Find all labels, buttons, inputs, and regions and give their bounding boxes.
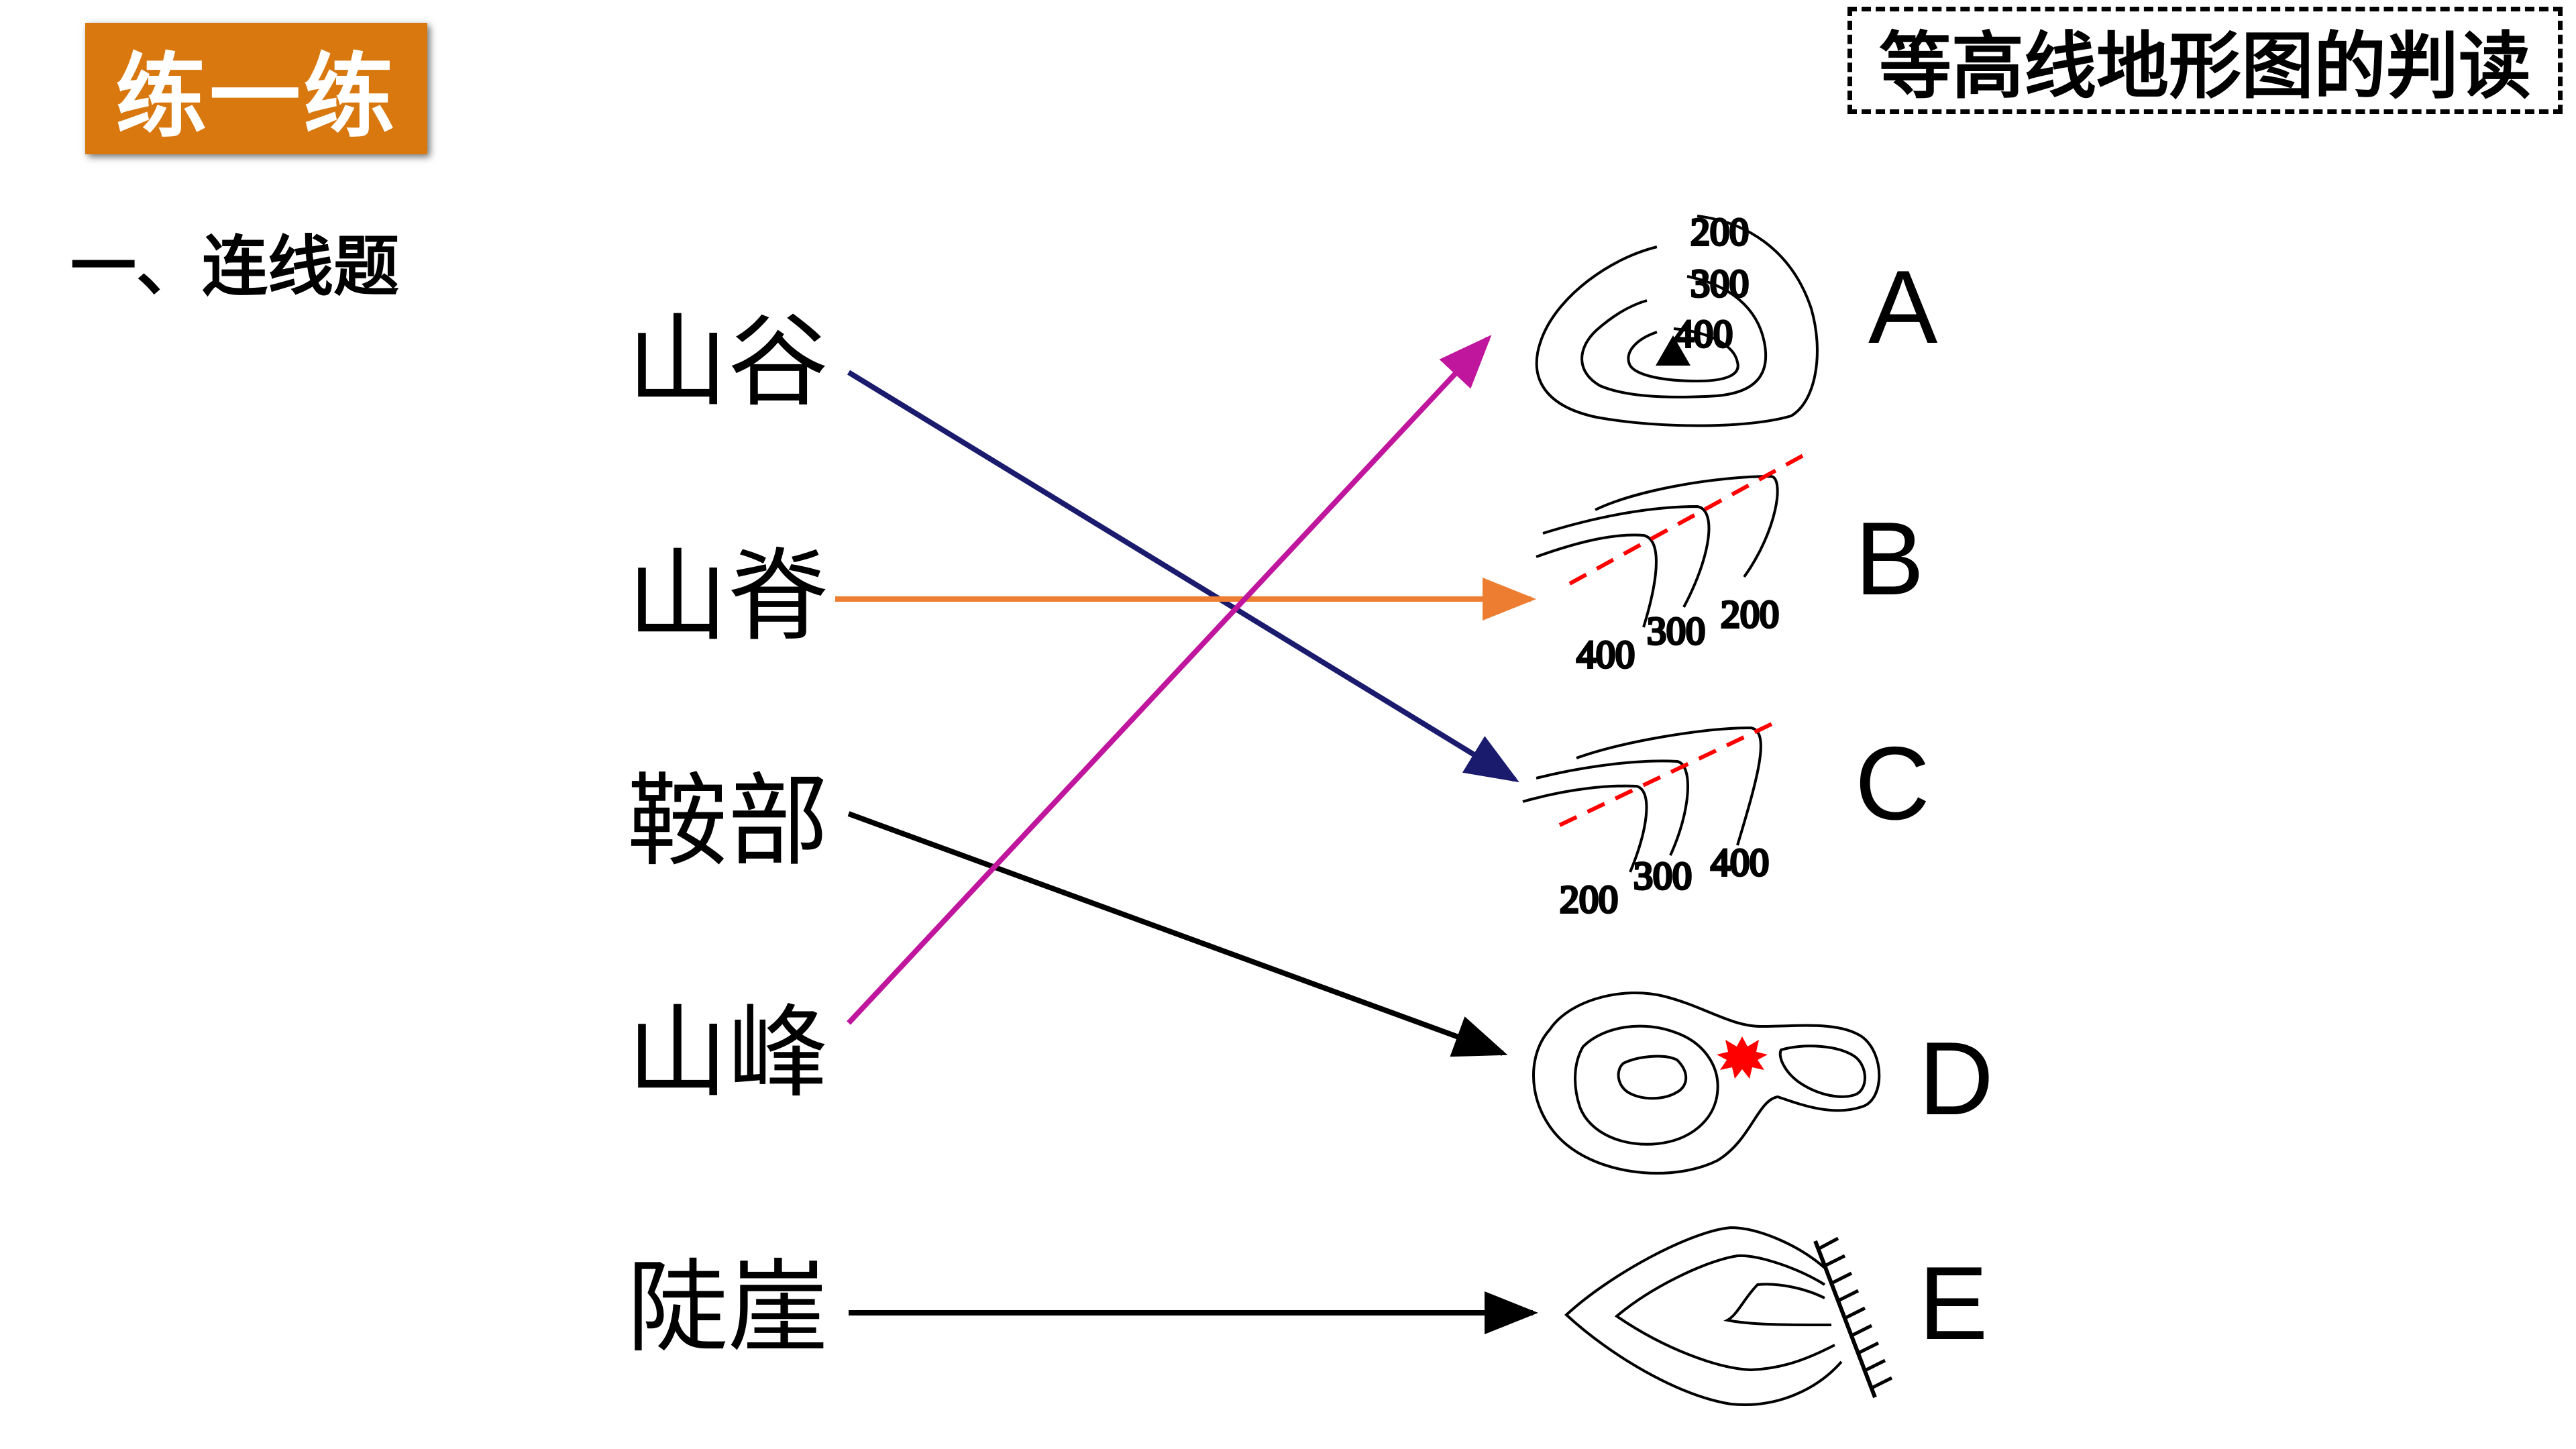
arrow-peak-to-a — [847, 335, 1492, 1025]
contour-label: 400 — [1576, 633, 1635, 676]
option-e-label[interactable]: E — [1919, 1245, 1988, 1361]
contour-line — [1580, 275, 1768, 398]
contour-valley-diagram: 200 300 400 — [1522, 719, 1779, 922]
peak-triangle-icon — [1656, 335, 1690, 366]
arrow-saddle-to-d — [847, 811, 1508, 1057]
contour-line — [1564, 1226, 1843, 1406]
saddle-star-icon — [1717, 1036, 1768, 1079]
practice-badge: 练一练 — [85, 23, 427, 154]
contour-line — [1595, 474, 1779, 578]
contour-peak-diagram: 200 300 400 — [1535, 209, 1819, 427]
contour-label: 300 — [1690, 262, 1749, 305]
term-cliff[interactable]: 陡崖 — [627, 1250, 829, 1366]
contour-line — [1522, 784, 1648, 873]
contour-line — [1535, 215, 1819, 427]
contour-line — [1574, 1024, 1719, 1146]
contour-line — [1614, 1254, 1835, 1372]
term-saddle[interactable]: 鞍部 — [627, 763, 829, 880]
contour-line — [1723, 1283, 1832, 1326]
arrow-valley-to-c — [847, 370, 1519, 783]
practice-badge-label: 练一练 — [115, 44, 397, 150]
contour-line — [1778, 1044, 1866, 1098]
question-title: 一、连线题 — [70, 229, 400, 305]
contour-label: 200 — [1721, 592, 1779, 636]
valley-line — [1558, 719, 1779, 827]
contour-cliff-diagram — [1564, 1226, 1893, 1406]
term-peak[interactable]: 山峰 — [627, 995, 829, 1112]
topic-title: 等高线地形图的判读 — [1878, 25, 2531, 109]
option-d-label[interactable]: D — [1919, 1020, 1994, 1136]
term-ridge[interactable]: 山脊 — [627, 539, 829, 655]
term-valley[interactable]: 山谷 — [627, 304, 829, 421]
contour-label: 300 — [1633, 854, 1692, 898]
contour-label: 200 — [1690, 210, 1749, 254]
option-b-label[interactable]: B — [1855, 500, 1925, 616]
contour-line — [1536, 759, 1689, 856]
option-c-label[interactable]: C — [1855, 725, 1930, 841]
contour-label: 400 — [1711, 841, 1769, 884]
contour-line — [1576, 726, 1762, 846]
option-a-label[interactable]: A — [1868, 249, 1938, 365]
contour-label: 200 — [1560, 877, 1618, 921]
contour-line — [1627, 327, 1739, 383]
contour-line — [1532, 991, 1881, 1175]
topic-title-box: 等高线地形图的判读 — [1847, 7, 2563, 114]
contour-saddle-diagram — [1532, 991, 1881, 1175]
cliff-tick-marks — [1817, 1236, 1893, 1391]
contour-label: 300 — [1647, 609, 1705, 653]
contour-ridge-diagram: 400 300 200 — [1536, 451, 1809, 678]
contour-line — [1617, 1055, 1688, 1100]
contour-line — [1536, 533, 1658, 628]
contour-line — [1542, 504, 1711, 608]
ridge-line — [1568, 451, 1809, 586]
contour-label: 400 — [1674, 312, 1733, 356]
